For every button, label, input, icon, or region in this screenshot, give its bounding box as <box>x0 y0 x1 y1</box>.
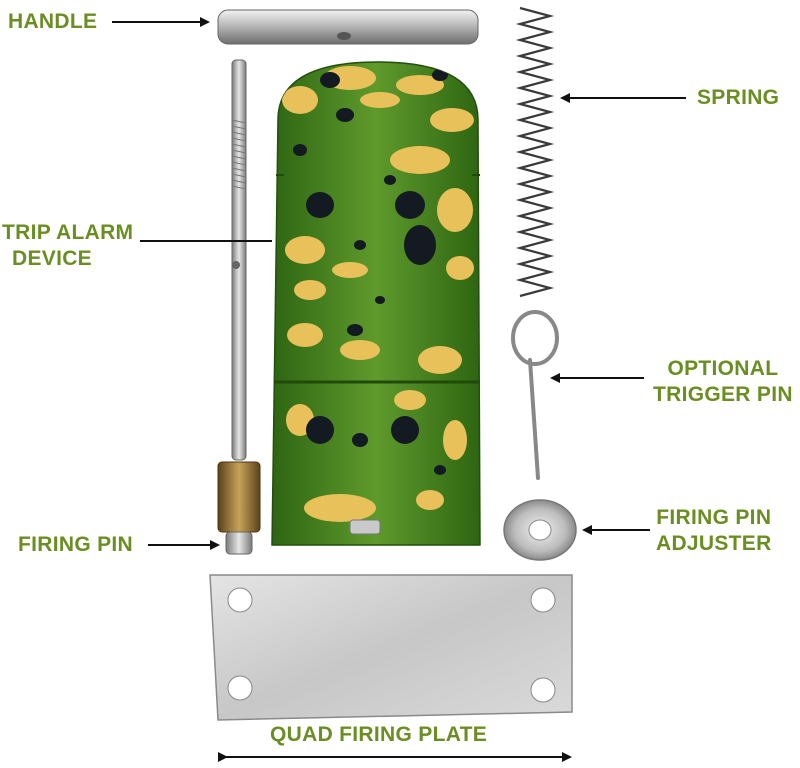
label-trip-alarm-line1: TRIP ALARM <box>2 221 134 244</box>
label-optional-trigger-pin: OPTIONAL TRIGGER PIN <box>653 356 793 408</box>
handle-rod <box>217 9 479 45</box>
camo-splatter <box>282 66 474 522</box>
firing-pin-thread <box>231 119 247 190</box>
label-adjuster-line1: FIRING PIN <box>656 506 772 529</box>
label-trip-alarm-device: TRIP ALARM DEVICE <box>2 220 133 272</box>
label-firing-pin-text: FIRING PIN <box>18 533 134 556</box>
label-handle-text: HANDLE <box>8 10 98 33</box>
label-quad-firing-plate: QUAD FIRING PLATE <box>270 722 487 748</box>
label-spring: SPRING <box>697 85 779 111</box>
label-trigger-line2: TRIGGER PIN <box>653 383 793 406</box>
label-handle: HANDLE <box>8 9 97 35</box>
label-plate-text: QUAD FIRING PLATE <box>270 723 488 746</box>
firing-pin-adjuster <box>503 499 577 561</box>
trigger-pin <box>511 310 559 480</box>
trip-alarm-body <box>271 61 481 546</box>
body-bottom-insert <box>349 519 381 535</box>
quad-firing-plate <box>209 574 573 721</box>
label-spring-text: SPRING <box>697 86 780 109</box>
label-trigger-line1: OPTIONAL <box>667 357 779 380</box>
label-firing-pin-adjuster: FIRING PIN ADJUSTER <box>656 505 772 557</box>
firing-pin <box>217 59 261 555</box>
label-trip-alarm-line2: DEVICE <box>12 247 92 270</box>
spring <box>515 6 555 298</box>
label-adjuster-line2: ADJUSTER <box>656 532 772 555</box>
leader-lines <box>112 17 686 762</box>
label-firing-pin: FIRING PIN <box>18 532 133 558</box>
